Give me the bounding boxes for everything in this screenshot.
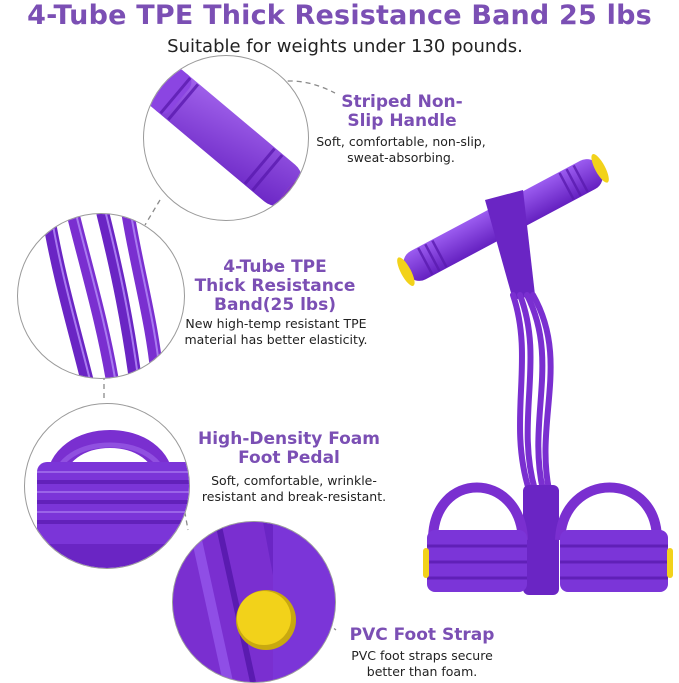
feature-tubes-title: 4-Tube TPE Thick Resistance Band(25 lbs): [194, 257, 356, 315]
feature-pedal-title: High-Density Foam Foot Pedal: [198, 429, 380, 468]
tubes-closeup-image: [17, 213, 185, 379]
foot-strap-closeup-image: [172, 521, 336, 683]
page-subtitle: Suitable for weights under 130 pounds.: [167, 36, 523, 57]
feature-tubes-desc: New high-temp resistant TPE material has…: [184, 316, 368, 347]
feature-pedal-desc: Soft, comfortable, wrinkle- resistant an…: [201, 473, 387, 504]
handle-closeup-image: [143, 55, 309, 221]
feature-handle-title: Striped Non- Slip Handle: [341, 92, 463, 131]
feature-strap-desc: PVC foot straps secure better than foam.: [351, 648, 493, 679]
feature-handle-desc: Soft, comfortable, non-slip, sweat-absor…: [316, 134, 486, 165]
page-title: 4-Tube TPE Thick Resistance Band 25 lbs: [27, 0, 652, 31]
product-image: [397, 154, 673, 595]
feature-strap-title: PVC Foot Strap: [349, 625, 495, 645]
foot-pedal-closeup-image: [24, 403, 190, 569]
